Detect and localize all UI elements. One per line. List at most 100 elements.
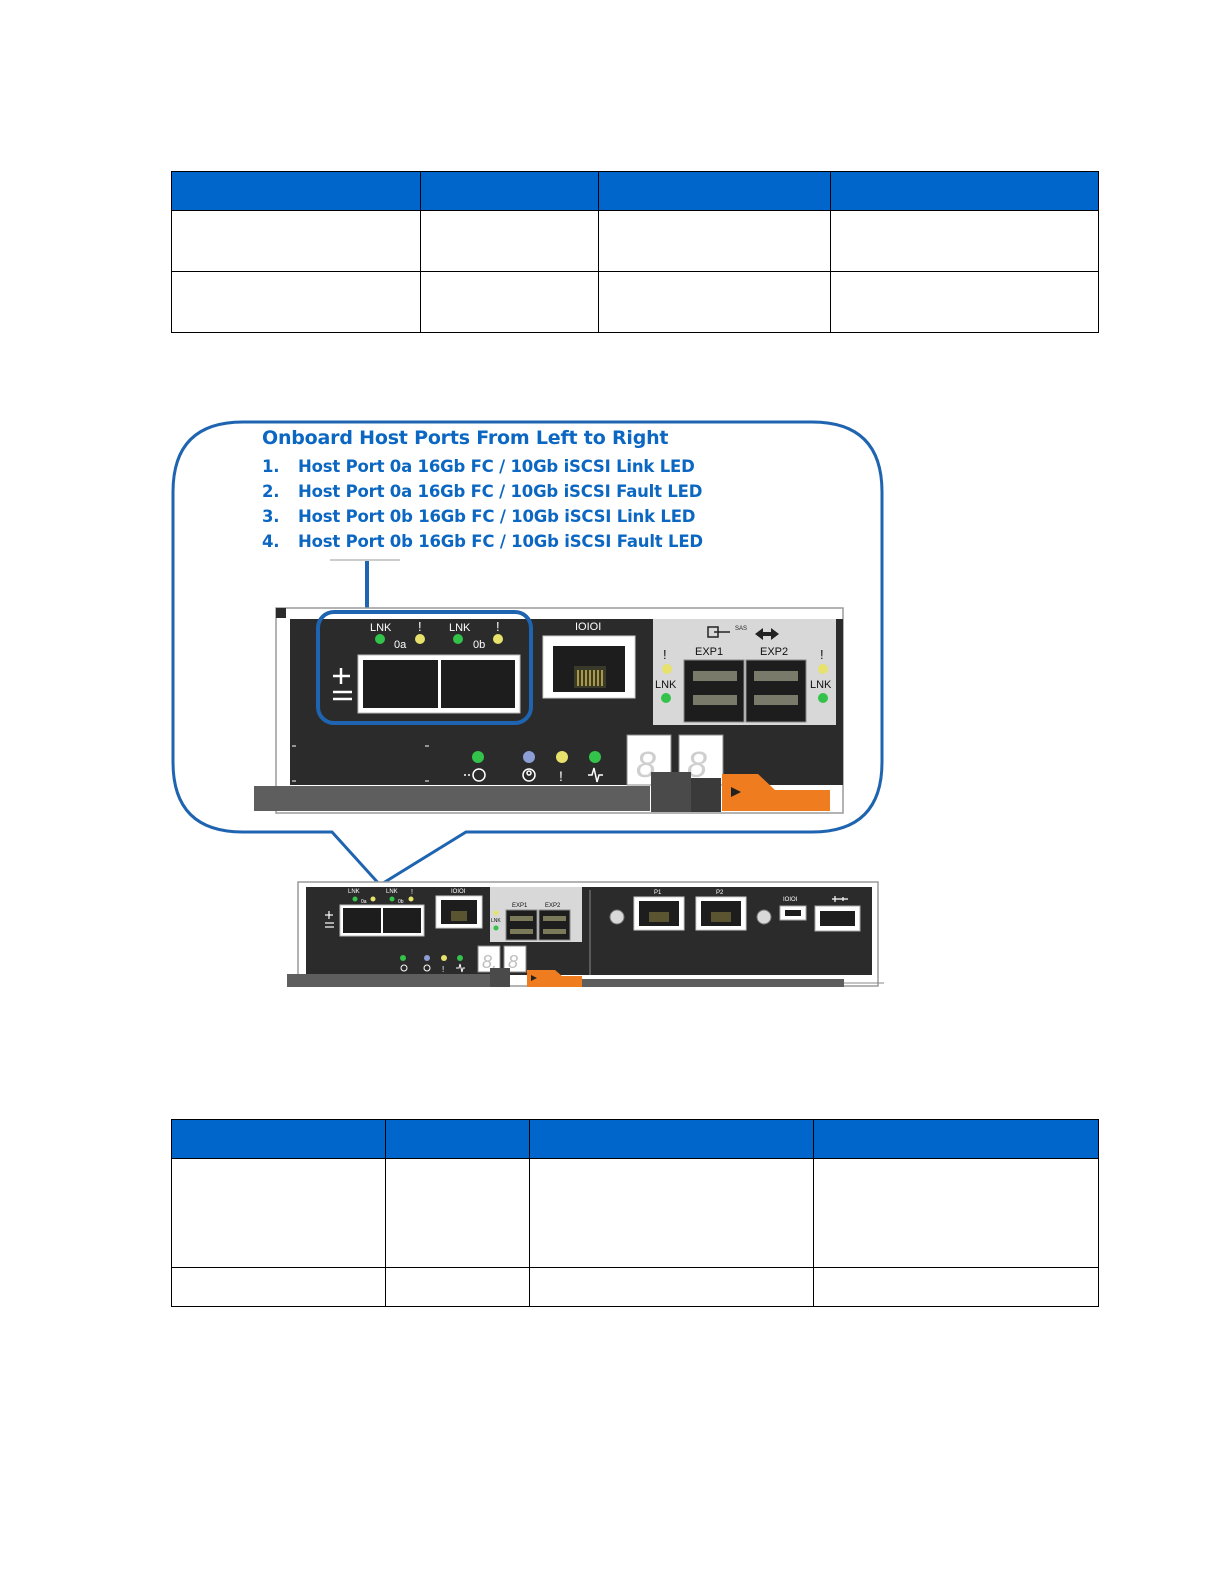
orange-latch — [527, 970, 582, 987]
led-activity — [589, 751, 601, 763]
port-0b-label: 0b — [398, 899, 404, 905]
locate-icon — [522, 768, 536, 782]
led-fault — [408, 896, 414, 902]
exp-lnk-right: LNK — [810, 679, 832, 691]
top-table — [171, 171, 1099, 333]
exp1-label: EXP1 — [512, 903, 528, 909]
seven-segment-digit-1: 8. — [482, 952, 497, 972]
fault-label: ! — [418, 619, 422, 634]
bidirectional-arrow-icon — [755, 628, 779, 640]
activity-icon — [588, 767, 603, 783]
bottom-rail — [287, 974, 509, 987]
orange-latch — [722, 774, 830, 811]
zoomed-panel: LNK ! LNK ! 0a 0b IOIOI SAS EXP1 EXP2 ! — [254, 607, 844, 814]
full-panel: LNK LNK ! 0a 0b IOIOI EXP1 EXP2 LNK — [287, 881, 884, 987]
mgmt-port-label: IOIOI — [575, 621, 601, 633]
fault-label: ! — [496, 619, 500, 634]
table-cell — [420, 210, 599, 272]
led-cache-active — [472, 751, 484, 763]
table-cell — [813, 1158, 1099, 1268]
port-0b-label: 0b — [473, 639, 485, 651]
led-cache-active — [400, 955, 406, 961]
table-row — [171, 1158, 1099, 1268]
serial-port-label: IOIOI — [783, 897, 798, 903]
locate-icon — [423, 964, 431, 972]
network-icon — [333, 668, 352, 701]
seven-segment-digit-2: 8 — [508, 952, 518, 972]
list-item: 2. Host Port 0a 16Gb FC / 10Gb iSCSI Faul… — [262, 479, 703, 504]
fault-label: ! — [411, 889, 413, 896]
table-cell — [529, 1158, 814, 1268]
led-link — [389, 896, 395, 902]
seven-segment-digit-2: 8 — [687, 744, 707, 785]
table-header-cell — [171, 1119, 386, 1159]
list-number: 1. — [262, 457, 280, 476]
p2-label: P2 — [716, 890, 724, 896]
led-0b-fault — [493, 634, 503, 644]
led-exp-link-right — [818, 693, 828, 703]
table-cell — [171, 271, 421, 333]
mgmt-port-label: IOIOI — [451, 889, 466, 895]
lnk-label: LNK — [348, 889, 360, 895]
sas-icon: SAS — [735, 626, 747, 632]
latch-arrow-icon — [531, 975, 537, 981]
exp-lnk-left: LNK — [655, 679, 677, 691]
table-cell — [529, 1267, 814, 1307]
list-item: 1.Host Port 0a 16Gb FC / 10Gb iSCSI Link… — [262, 454, 703, 479]
list-text: Host Port 0a 16Gb FC / 10Gb iSCSI Fault … — [298, 482, 703, 501]
lnk-label: LNK — [449, 622, 471, 634]
sfp-port-0b — [383, 908, 421, 933]
table-header-row — [171, 1119, 1099, 1159]
port-0a-label: 0a — [394, 639, 407, 651]
callout-title: Onboard Host Ports From Left to Right — [262, 427, 669, 449]
led-exp-fault-left — [662, 664, 672, 674]
port-0a-label: 0a — [361, 899, 367, 905]
cache-active-icon — [464, 768, 486, 782]
exp-fault-right: ! — [820, 647, 824, 662]
led-activity — [457, 955, 463, 961]
usb-icon — [832, 896, 848, 902]
led-exp-link — [493, 925, 499, 931]
exp1-port — [683, 659, 745, 723]
exp2-port — [745, 659, 807, 723]
list-number: 3. — [262, 507, 280, 526]
exp2-label: EXP2 — [760, 646, 788, 658]
controller-diagram: LNK ! LNK ! 0a 0b IOIOI SAS EXP1 EXP2 ! — [171, 420, 884, 987]
led-exp-fault-right — [818, 664, 828, 674]
callout-text: Onboard Host Ports From Left to Right 1.… — [262, 427, 703, 554]
screw-icon — [756, 909, 772, 925]
table-cell — [385, 1267, 530, 1307]
callout-list: 1.Host Port 0a 16Gb FC / 10Gb iSCSI Link… — [262, 454, 703, 554]
led-exp-link-left — [661, 693, 671, 703]
table-header-cell — [813, 1119, 1099, 1159]
table-cell — [171, 1267, 386, 1307]
activity-icon — [456, 963, 465, 973]
table-header-cell — [529, 1119, 814, 1159]
sfp-port-0a — [363, 660, 438, 708]
table-header-cell — [385, 1119, 530, 1159]
table-row — [171, 271, 1099, 333]
led-0a-fault — [415, 634, 425, 644]
lnk-label: LNK — [386, 889, 398, 895]
network-icon — [325, 911, 334, 928]
table-cell — [813, 1267, 1099, 1307]
table-row — [171, 1267, 1099, 1307]
seven-segment-display-2 — [503, 945, 527, 973]
bottom-rail — [254, 786, 650, 811]
led-0b-link — [453, 634, 463, 644]
led-0a-link — [375, 634, 385, 644]
led-locate — [523, 751, 535, 763]
table-cell — [420, 271, 599, 333]
list-text: Host Port 0b 16Gb FC / 10Gb iSCSI Fault … — [298, 532, 703, 551]
table-cell — [830, 210, 1099, 272]
exp-lnk-left: LNK — [491, 918, 501, 924]
list-number: 2. — [262, 482, 280, 501]
table-header-cell — [830, 171, 1099, 211]
sfp-port-0b — [441, 660, 515, 708]
table-cell — [385, 1158, 530, 1268]
table-cell — [171, 1158, 386, 1268]
led-attention — [441, 955, 447, 961]
attention-icon: ! — [559, 768, 563, 784]
led-link — [352, 896, 358, 902]
exp-fault-left: ! — [663, 647, 667, 662]
